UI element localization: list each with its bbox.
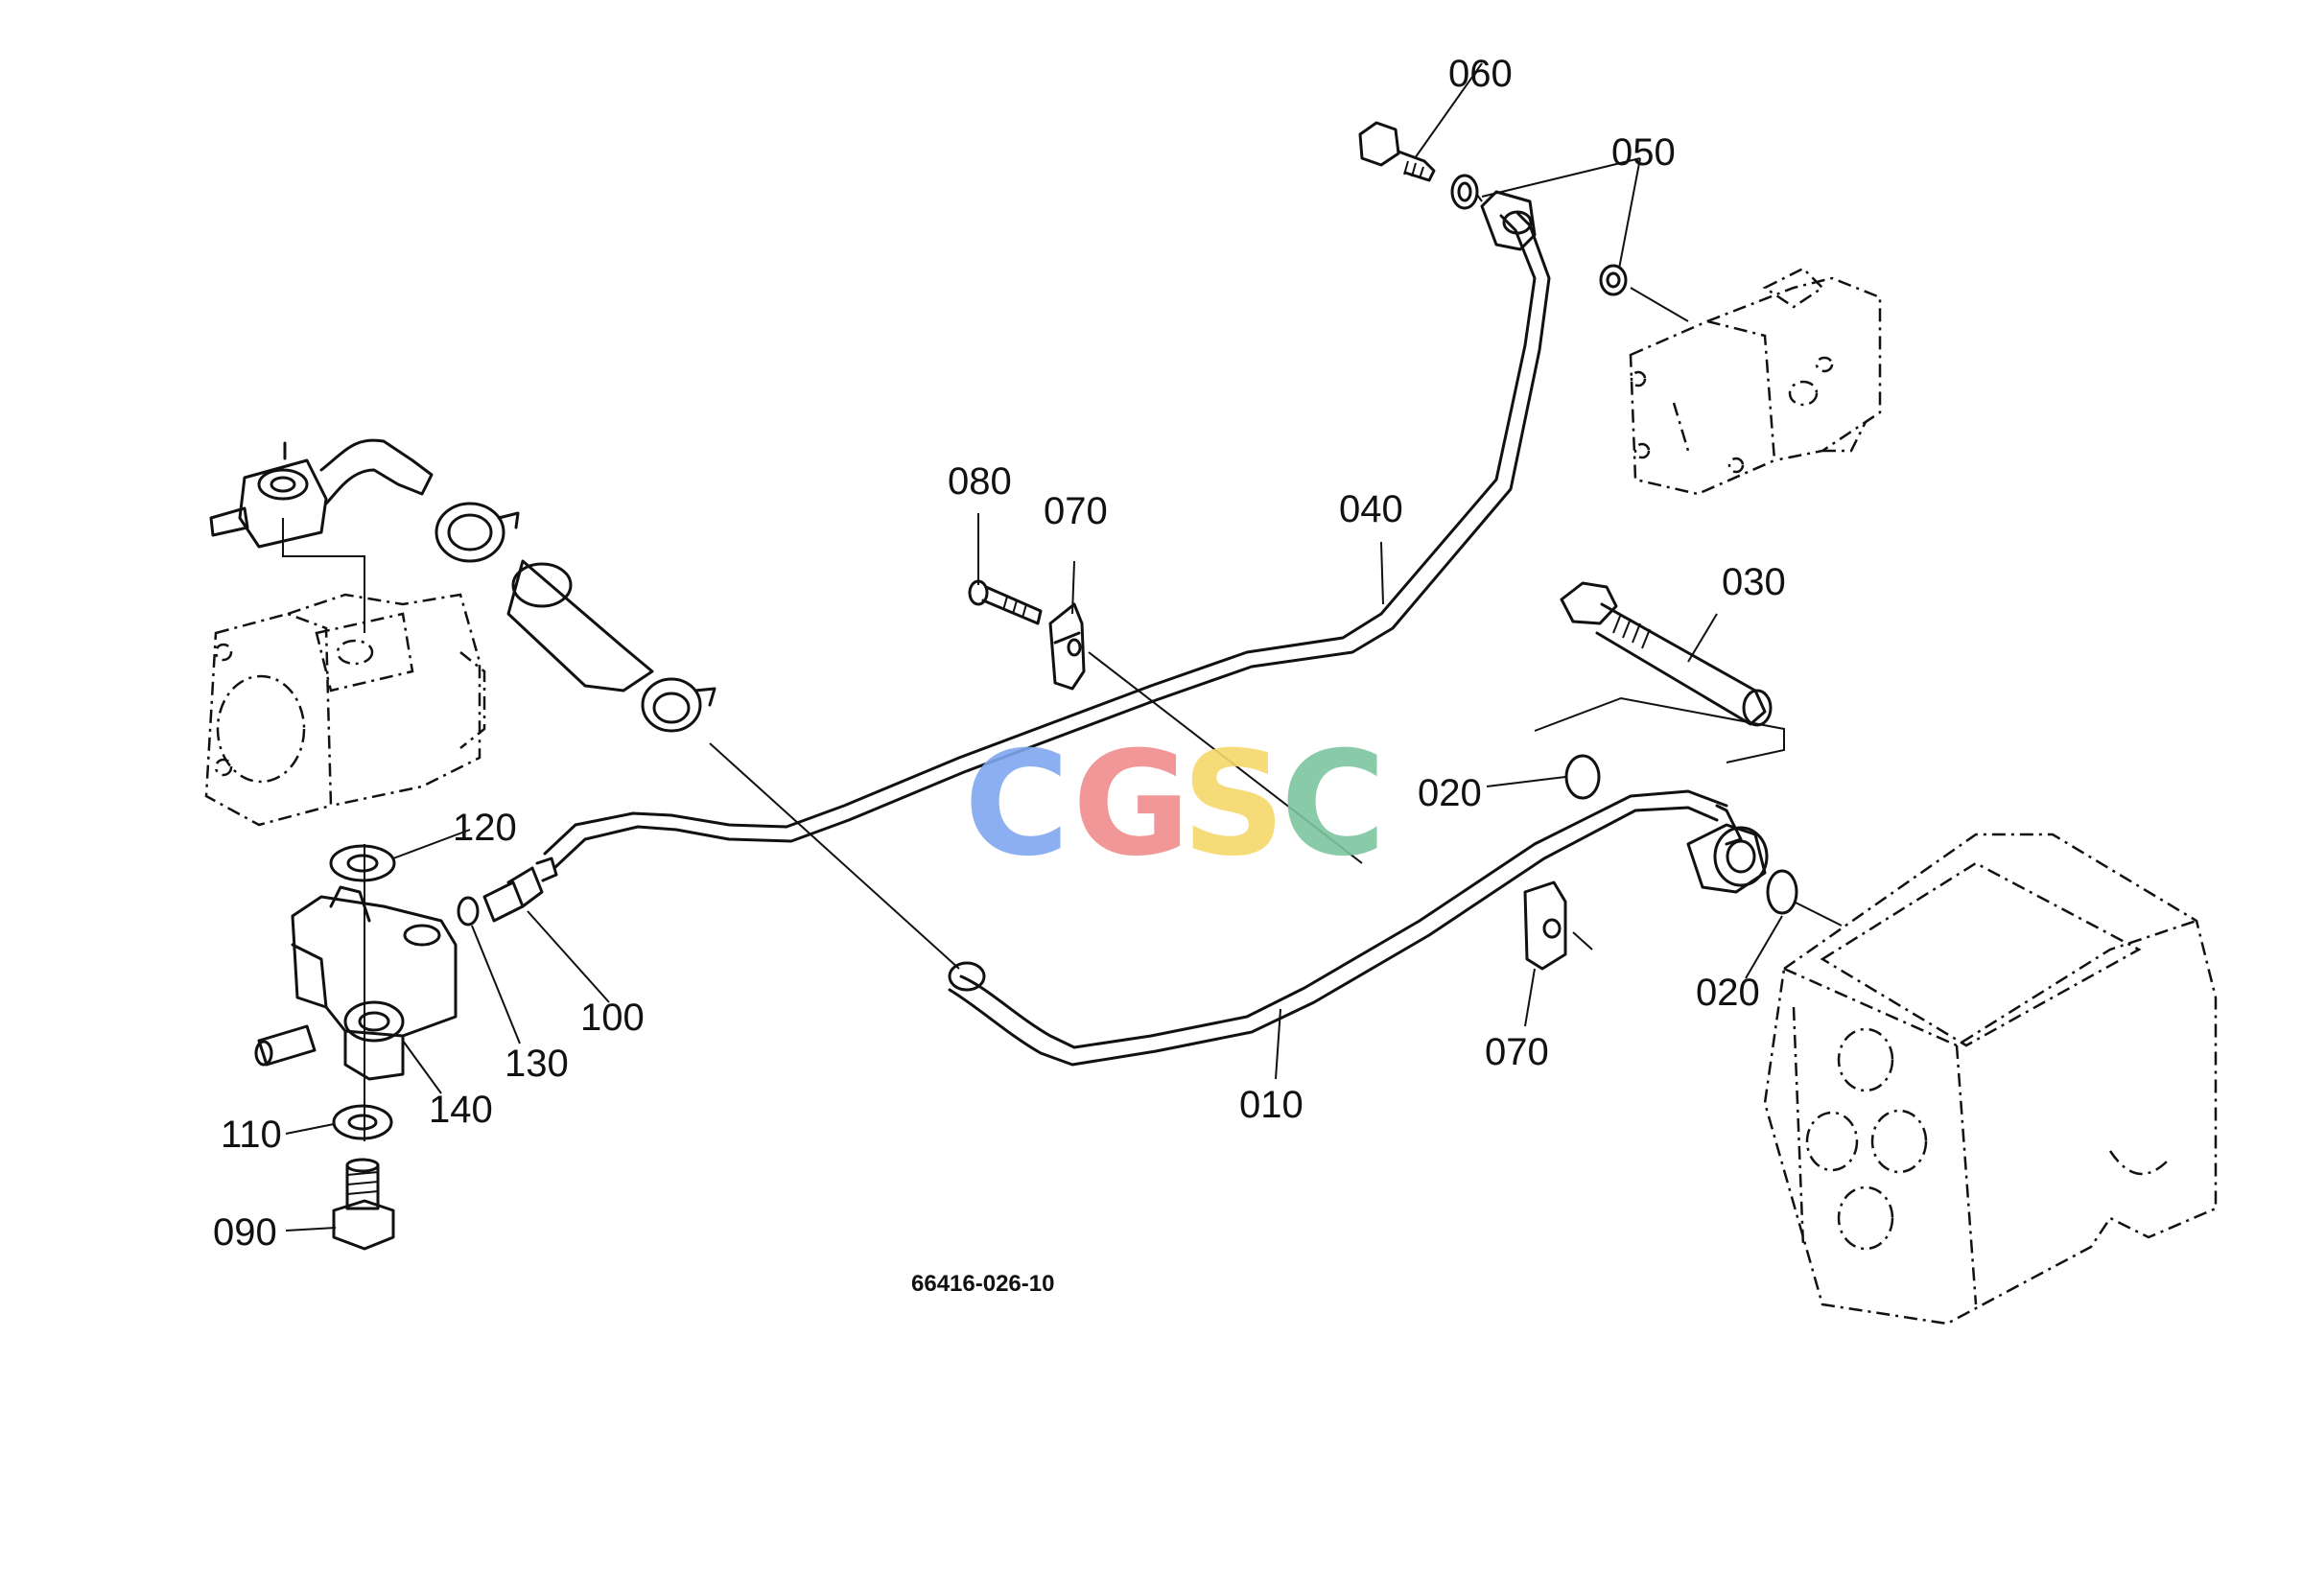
watermark-letter-c1: C (964, 721, 1069, 888)
watermark-letter-c2: C (1280, 721, 1386, 888)
label-040: 040 (1339, 488, 1403, 530)
upper-right-pump (1629, 267, 1882, 496)
pump-body-140 (254, 844, 458, 1141)
label-080: 080 (948, 460, 1012, 503)
label-140: 140 (429, 1089, 493, 1131)
hose-and-clamps (435, 502, 960, 970)
clamp-070-lower (1523, 880, 1593, 971)
watermark-letter-g: G (1072, 721, 1190, 888)
callout-labels: 060 050 080 070 040 030 020 020 070 010 … (213, 53, 1786, 1297)
banjo-bolt-060 (1358, 121, 1436, 182)
label-100: 100 (580, 997, 645, 1039)
label-020-lower: 020 (1696, 972, 1760, 1014)
washer-120 (329, 844, 396, 882)
watermark-letter-s: S (1182, 721, 1285, 888)
transmission-case (1763, 833, 2218, 1326)
bolt-080 (968, 579, 1043, 625)
banjo-bolt-090 (332, 1158, 395, 1251)
pipe-010 (948, 789, 1769, 1067)
clamp-070-upper (1048, 602, 1363, 864)
washer-050-b (1599, 264, 1628, 296)
label-050: 050 (1611, 131, 1676, 174)
label-030: 030 (1722, 561, 1786, 603)
fitting-100 (482, 857, 558, 923)
label-130: 130 (505, 1043, 569, 1085)
label-110: 110 (221, 1114, 282, 1156)
washer-050-a (1450, 174, 1479, 210)
o-ring-020-lower (1766, 869, 1798, 915)
drawing-code: 66416-026-10 (911, 1271, 1054, 1297)
washer-110 (332, 1104, 393, 1140)
label-090: 090 (213, 1211, 277, 1254)
left-pump-housing (204, 593, 486, 827)
o-ring-020-upper (1564, 754, 1601, 800)
bolt-030 (1534, 581, 1785, 763)
label-020-upper: 020 (1418, 772, 1482, 814)
upper-banjo-fitting (209, 438, 434, 633)
label-120: 120 (453, 807, 517, 849)
label-010: 010 (1239, 1084, 1304, 1126)
label-070-upper: 070 (1044, 490, 1108, 532)
leader-lines (285, 62, 1783, 1232)
label-060: 060 (1448, 53, 1513, 95)
o-ring-130 (457, 896, 480, 927)
cgsc-watermark: C G S C (964, 721, 1386, 888)
label-070-lower: 070 (1485, 1031, 1549, 1073)
pipe-040 (543, 190, 1551, 870)
